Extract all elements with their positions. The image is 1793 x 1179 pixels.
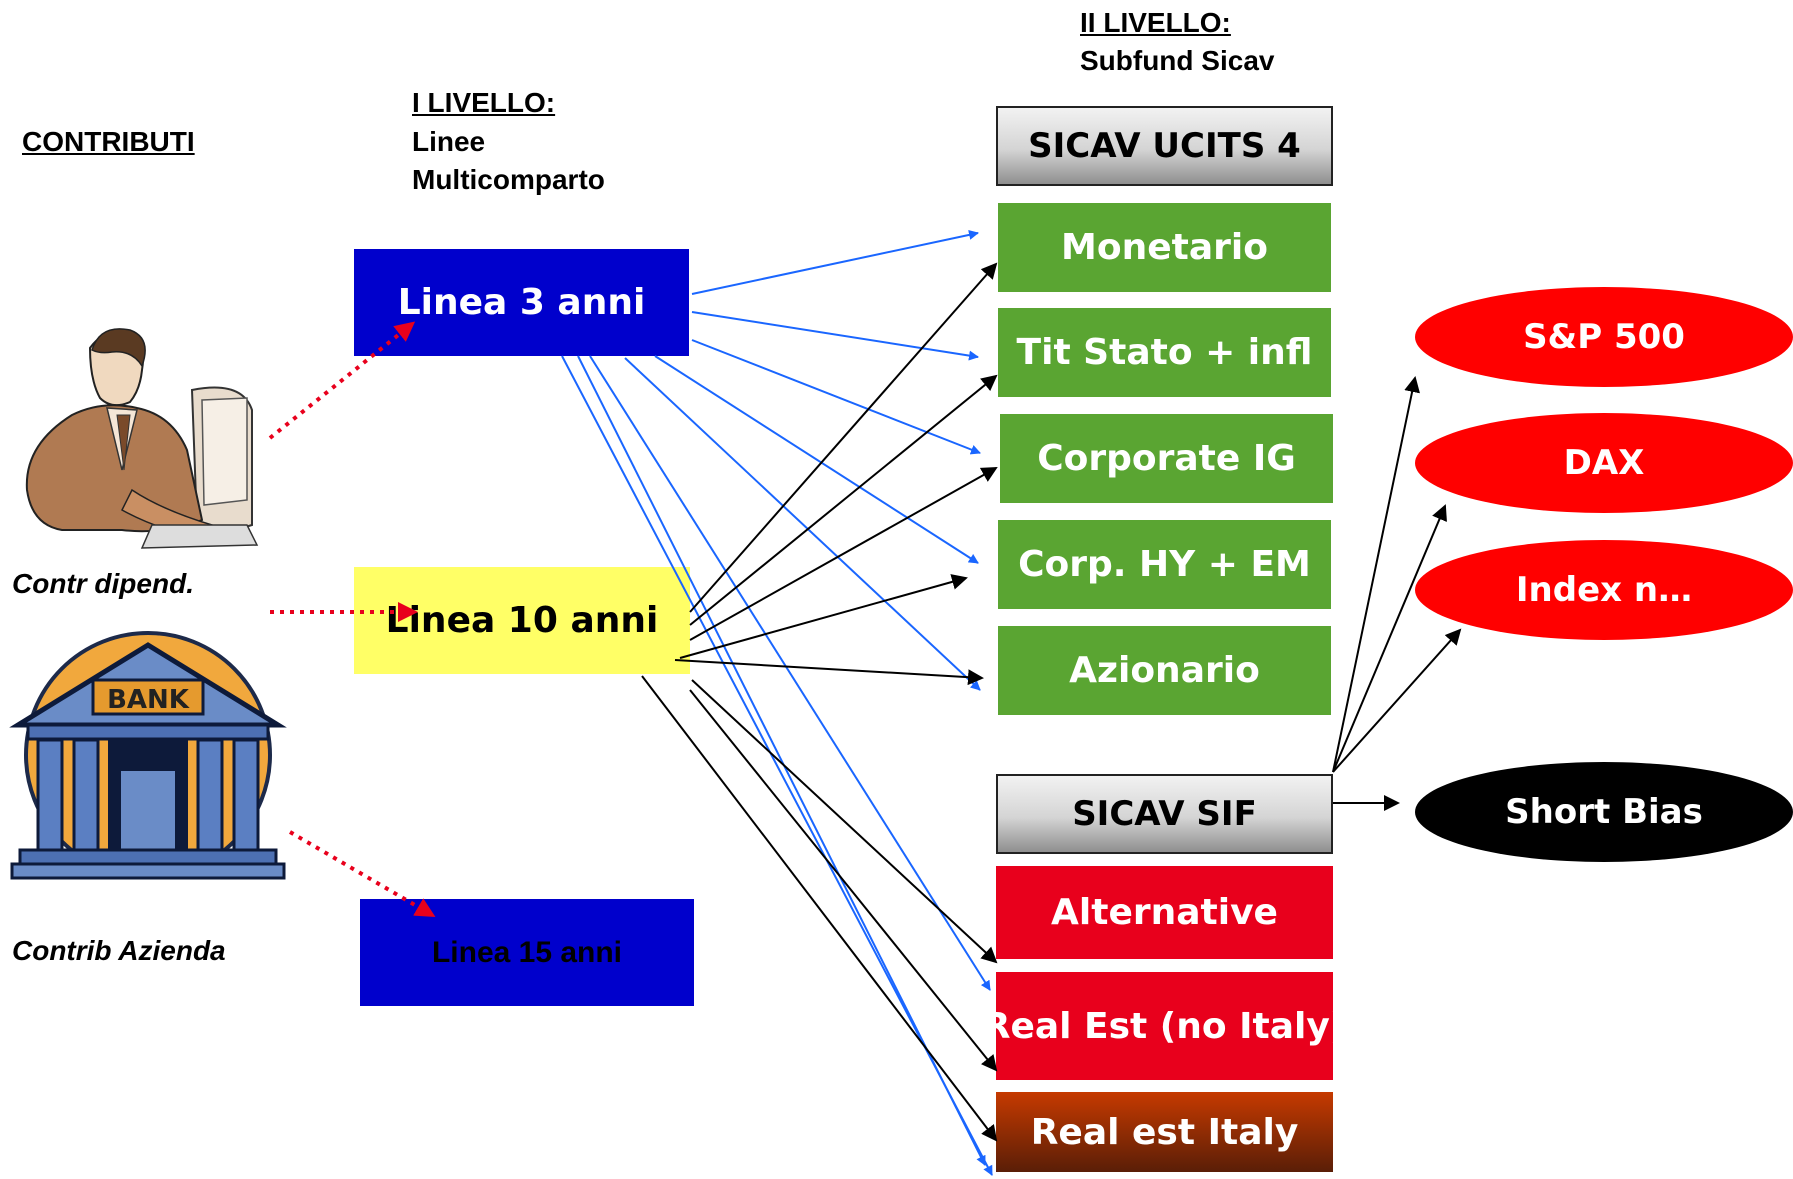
subfund-azionario: Azionario — [996, 624, 1333, 717]
contrib-azienda-label: Contrib Azienda — [12, 935, 226, 966]
subfund-monetario: Monetario — [996, 201, 1333, 294]
subfund-alternative: Alternative — [996, 866, 1333, 959]
index-dax: DAX — [1415, 413, 1793, 513]
subfund-corporate-ig: Corporate IG — [998, 412, 1335, 505]
livello1-line2: Multicomparto — [412, 164, 605, 195]
subfund-tit-stato: Tit Stato + infl — [996, 306, 1333, 399]
sicav-sif-title: SICAV SIF — [996, 774, 1333, 854]
livello1-line1: Linee — [412, 126, 486, 157]
livello1-title: I LIVELLO: — [412, 87, 556, 118]
livello2-title: II LIVELLO: — [1080, 7, 1231, 38]
short-bias: Short Bias — [1415, 762, 1793, 862]
livello2-sub: Subfund Sicav — [1080, 45, 1275, 76]
subfund-real-est-no-italy: Real Est (no Italy) — [983, 972, 1346, 1080]
subfund-real-est-italy: Real est Italy — [996, 1092, 1333, 1172]
contr-dipend-label: Contr dipend. — [12, 568, 194, 599]
sicav-ucits-title: SICAV UCITS 4 — [996, 106, 1333, 186]
arrow-dipend-to-linea3 — [268, 321, 416, 440]
arrow-azienda-to-linea15 — [288, 830, 436, 918]
contributi-heading: CONTRIBUTI — [22, 126, 195, 157]
index-n: Index n… — [1415, 540, 1793, 640]
office-worker-icon — [25, 328, 259, 549]
index-sp500: S&P 500 — [1415, 287, 1793, 387]
bank-sign: BANK — [107, 685, 190, 715]
bank-icon: BANK — [9, 631, 287, 880]
subfund-corp-hy-em: Corp. HY + EM — [996, 518, 1333, 611]
